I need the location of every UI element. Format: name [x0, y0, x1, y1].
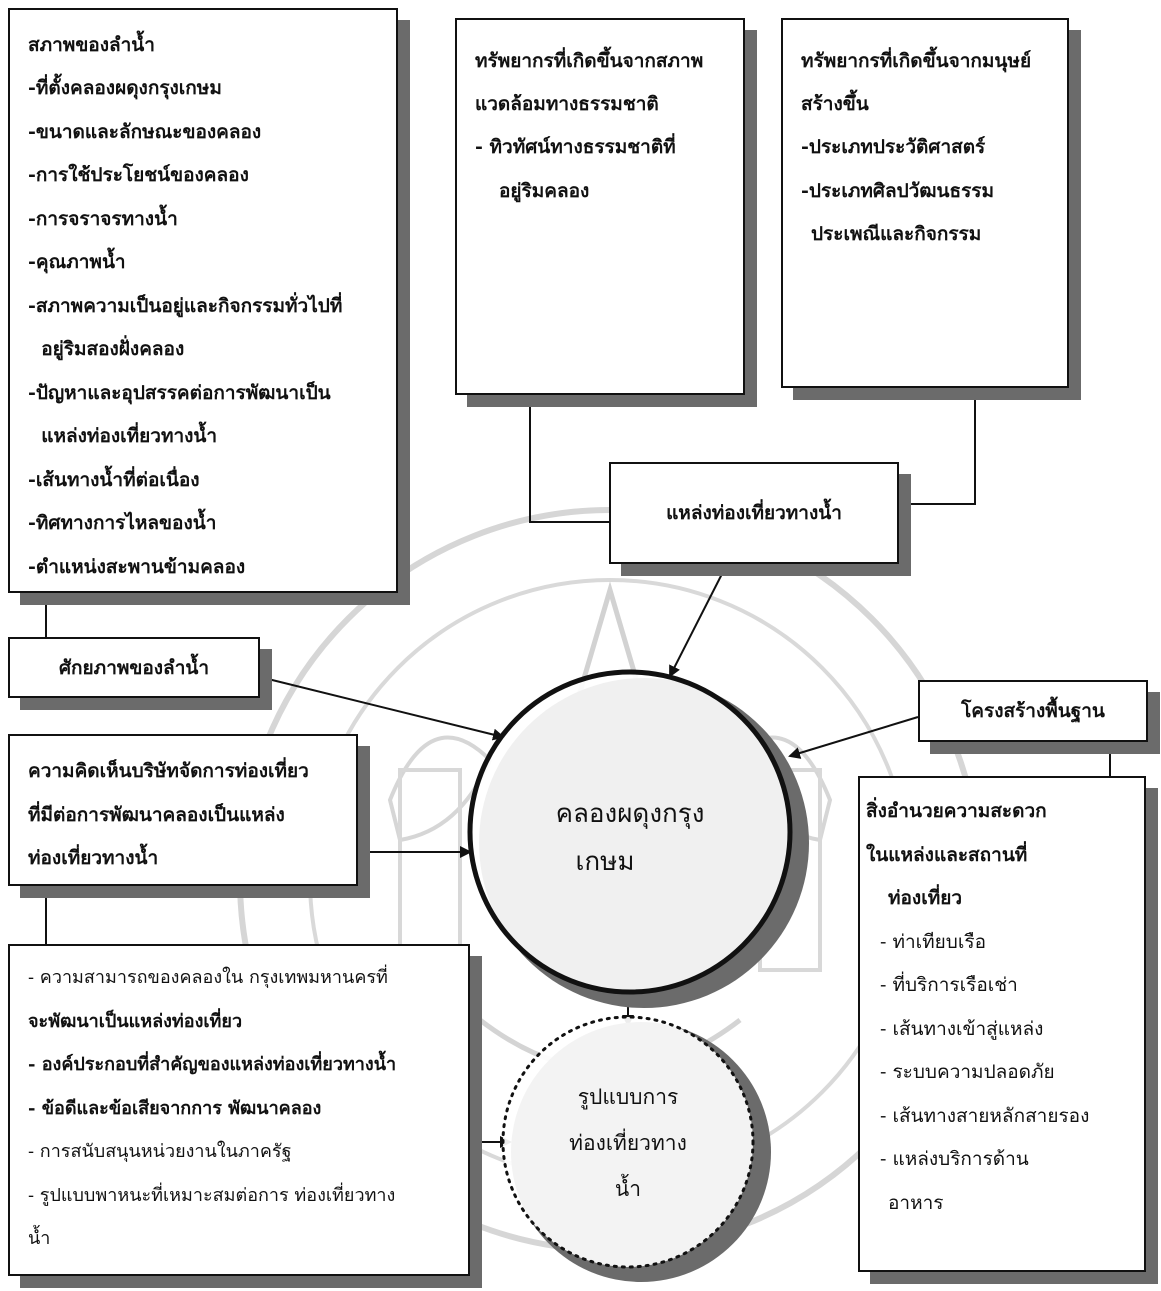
capability-item: - ข้อดีและข้อเสียจากการ พัฒนาคลอง: [28, 1097, 322, 1119]
capability-item: - องค์ประกอบที่สำคัญของแหล่งท่องเที่ยวทา…: [28, 1054, 397, 1075]
stream-conditions-item: -สภาพความเป็นอยู่และกิจกรรมทั่วไปที่: [28, 294, 343, 317]
infrastructure-label: โครงสร้างพื้นฐาน: [918, 680, 1148, 742]
facilities-title: ในแหล่งและสถานที่: [866, 843, 1028, 866]
center-circle-label: คลองผดุงกรุง เกษม: [480, 790, 780, 886]
stream-conditions-box: สภาพของลำน้ำ -ที่ตั้งคลองผดุงกรุงเกษม -ข…: [8, 8, 398, 593]
stream-conditions-item: -คุณภาพน้ำ: [28, 251, 126, 273]
stream-conditions-item: -ทิศทางการไหลของน้ำ: [28, 512, 217, 534]
manmade-resources-title: สร้างขึ้น: [801, 93, 869, 115]
company-opinion-box: ความคิดเห็นบริษัทจัดการท่องเที่ยว ที่มีต…: [8, 734, 358, 886]
result-circle: [501, 1015, 755, 1269]
stream-conditions-item: -ขนาดและลักษณะของคลอง: [28, 120, 262, 143]
capability-item: น้ำ: [28, 1228, 51, 1249]
capability-item: - รูปแบบพาหนะที่เหมาะสมต่อการ ท่องเที่ยว…: [28, 1184, 396, 1206]
manmade-resources-item: -ประเภทประวัติศาสตร์: [801, 136, 986, 158]
result-circle-line: รูปแบบการ: [577, 1085, 679, 1109]
natural-resources-box: ทรัพยากรที่เกิดขึ้นจากสภาพ แวดล้อมทางธรร…: [455, 18, 745, 395]
stream-conditions-item: -ปัญหาและอุปสรรคต่อการพัฒนาเป็น: [28, 381, 331, 404]
center-circle: [467, 669, 793, 995]
center-circle-line: คลองผดุงกรุง: [555, 799, 705, 829]
facilities-item: - ระบบความปลอดภัย: [880, 1061, 1055, 1083]
manmade-resources-title: ทรัพยากรที่เกิดขึ้นจากมนุษย์: [801, 50, 1032, 72]
stream-potential-label: ศักยภาพของลำน้ำ: [8, 637, 260, 698]
capability-item: จะพัฒนาเป็นแหล่งท่องเที่ยว: [28, 1010, 243, 1032]
manmade-resources-item: ประเพณีและกิจกรรม: [811, 223, 982, 245]
arrow-potential-to-center: [259, 676, 505, 741]
facilities-box: สิ่งอำนวยความสะดวก ในแหล่งและสถานที่ ท่อ…: [858, 776, 1146, 1272]
natural-resources-title: ทรัพยากรที่เกิดขึ้นจากสภาพ: [475, 50, 704, 72]
natural-resources-item: อยู่ริมคลอง: [499, 179, 590, 202]
stream-conditions-item: -การจราจรทางน้ำ: [28, 207, 178, 230]
company-opinion-line: ท่องเที่ยวทางน้ำ: [28, 847, 159, 869]
stream-conditions-item: -ตำแหน่งสะพานข้ามคลอง: [28, 555, 246, 578]
stream-conditions-item: -ที่ตั้งคลองผดุงกรุงเกษม: [28, 77, 222, 99]
stream-conditions-item: -การใช้ประโยชน์ของคลอง: [28, 164, 249, 186]
facilities-item: - ท่าเทียบเรือ: [880, 930, 986, 953]
result-circle-line: ท่องเที่ยวทาง: [569, 1131, 687, 1155]
company-opinion-line: ที่มีต่อการพัฒนาคลองเป็นแหล่ง: [28, 803, 285, 826]
company-opinion-line: ความคิดเห็นบริษัทจัดการท่องเที่ยว: [28, 760, 309, 782]
natural-resources-title: แวดล้อมทางธรรมชาติ: [475, 93, 659, 115]
arrow-attraction-to-center: [669, 567, 726, 678]
manmade-resources-item: -ประเภทศิลปวัฒนธรรม: [801, 179, 995, 202]
center-circle-line: เกษม: [575, 847, 635, 877]
facilities-item: - เส้นทางสายหลักสายรอง: [880, 1104, 1090, 1127]
facilities-item: อาหาร: [888, 1191, 944, 1214]
capability-box: - ความสามารถของคลองใน กรุงเทพมหานครที่ จ…: [8, 944, 470, 1276]
stream-conditions-item: อยู่ริมสองฝั่งคลอง: [28, 338, 185, 360]
result-circle-label: รูปแบบการ ท่องเที่ยวทาง น้ำ: [528, 1074, 728, 1212]
connector-natural-attraction: [529, 395, 611, 523]
stream-conditions-item: แหล่งท่องเที่ยวทางน้ำ: [28, 425, 218, 447]
result-circle-line: น้ำ: [614, 1177, 642, 1201]
capability-item: - ความสามารถของคลองใน กรุงเทพมหานครที่: [28, 967, 388, 988]
capability-item: - การสนับสนุนหน่วยงานในภาครัฐ: [28, 1141, 292, 1162]
facilities-title: สิ่งอำนวยความสะดวก: [866, 800, 1047, 822]
facilities-title: ท่องเที่ยว: [888, 887, 963, 909]
facilities-item: - ที่บริการเรือเช่า: [880, 974, 1018, 996]
stream-conditions-title: สภาพของลำน้ำ: [28, 34, 155, 56]
arrow-infrastructure-to-center: [788, 716, 919, 759]
manmade-resources-box: ทรัพยากรที่เกิดขึ้นจากมนุษย์ สร้างขึ้น -…: [781, 18, 1069, 388]
connector-manmade-attraction: [900, 388, 976, 505]
stream-conditions-item: -เส้นทางน้ำที่ต่อเนื่อง: [28, 468, 200, 491]
natural-resources-item: - ทิวทัศน์ทางธรรมชาติที่: [475, 136, 676, 158]
water-attraction-label: แหล่งท่องเที่ยวทางน้ำ: [609, 462, 899, 564]
facilities-item: - เส้นทางเข้าสู่แหล่ง: [880, 1017, 1044, 1040]
facilities-item: - แหล่งบริการด้าน: [880, 1148, 1029, 1170]
